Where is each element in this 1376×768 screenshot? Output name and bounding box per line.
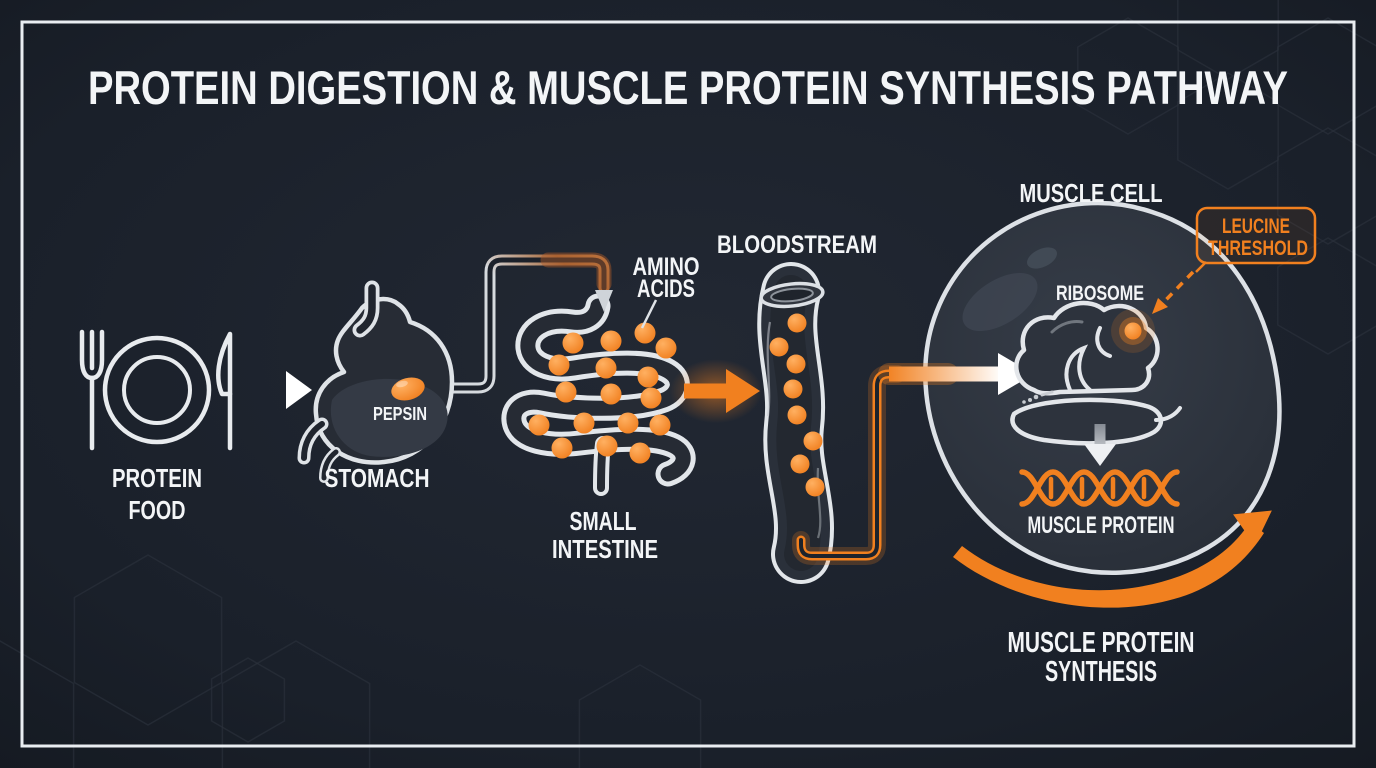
arrowhead <box>286 371 312 409</box>
amino-acids-label-line1: AMINO <box>633 253 700 281</box>
swoosh-arrowhead <box>1233 510 1272 546</box>
bloodstream-label: BLOODSTREAM <box>717 231 877 259</box>
knife-icon <box>216 331 233 451</box>
border-frame <box>20 20 1356 748</box>
pepsin-label: PEPSIN <box>373 404 427 424</box>
bloodstream-amino-dots <box>769 313 825 497</box>
cell-highlight <box>1027 247 1057 269</box>
leucine-threshold-label-line2: THRESHOLD <box>1208 237 1308 260</box>
hexagon-decoration <box>1177 0 1279 80</box>
page-title: PROTEIN DIGESTION & MUSCLE PROTEIN SYNTH… <box>88 61 1288 114</box>
amino-acids-pointer-line <box>640 299 658 329</box>
amino-acid-dots <box>528 322 677 464</box>
pepsin-enzyme-icon <box>391 377 425 401</box>
vessel-core <box>770 275 821 571</box>
hexagon-decoration <box>0 640 75 768</box>
arrow-food-to-stomach <box>240 371 312 409</box>
gastric-content <box>330 378 448 457</box>
arrow-intestine-to-bloodstream <box>670 359 762 423</box>
pipe-bloodstream-to-cell <box>792 365 906 565</box>
hexagon-decoration <box>73 554 223 726</box>
ribosome-highlight <box>1050 320 1084 334</box>
ribosome-tail <box>1154 406 1182 422</box>
dashed-arrow <box>1158 270 1195 308</box>
hexagon-decoration <box>210 657 286 743</box>
ribosome-group: RIBOSOME <box>1010 282 1182 446</box>
cell-highlight <box>962 272 1038 332</box>
stomach-label: STOMACH <box>325 463 430 493</box>
stomach-group: PEPSIN STOMACH <box>297 280 455 493</box>
hexagon-decoration <box>1277 237 1376 355</box>
protein-food-label-line2: FOOD <box>129 495 186 525</box>
bloodstream-group: BLOODSTREAM <box>717 231 877 584</box>
synthesis-label-line1: MUSCLE PROTEIN <box>1008 627 1195 659</box>
synthesis-label-line2: SYNTHESIS <box>1045 656 1157 688</box>
ribosome-icon <box>1014 300 1160 396</box>
arrow-ribosome-to-protein <box>1084 424 1116 466</box>
leucine-threshold-callout: LEUCINE THRESHOLD <box>1152 206 1317 314</box>
ribosome-label: RIBOSOME <box>1056 282 1144 305</box>
pipe-stomach-to-intestine <box>446 252 612 394</box>
amino-acids-label-line2: ACIDS <box>637 275 695 303</box>
callout-tail <box>1195 261 1207 273</box>
pyloric-outlet-lumen <box>301 421 325 461</box>
callout-box <box>1195 206 1317 265</box>
small-intestine-label-line2: INTESTINE <box>552 534 658 564</box>
small-intestine-label-line1: SMALL <box>570 506 637 536</box>
arrowhead <box>726 369 760 413</box>
dna-helix-icon <box>1019 469 1180 507</box>
hexagon-decoration <box>1277 17 1376 135</box>
plate-icon <box>102 335 212 445</box>
mrna-chain <box>1022 390 1054 404</box>
esophagus-lumen <box>356 284 376 334</box>
muscle-protein-group: MUSCLE PROTEIN <box>1019 469 1180 539</box>
fork-icon <box>79 329 105 451</box>
hexagon-decoration <box>1277 127 1376 245</box>
vessel-highlight <box>816 467 822 539</box>
hexagon-decoration <box>221 640 371 768</box>
hexagon-decoration <box>578 664 702 768</box>
protein-food-label-line1: PROTEIN <box>112 463 202 493</box>
muscle-cell-label: MUSCLE CELL <box>1020 178 1163 208</box>
pepsin-highlight <box>396 380 408 388</box>
ribosome-fold <box>1095 326 1112 358</box>
synthesis-swoosh-arrow <box>953 522 1264 608</box>
small-intestine-group: AMINO ACIDS SMALL INTESTINE <box>501 253 700 564</box>
protein-food-group: PROTEIN FOOD <box>79 329 233 525</box>
vessel-highlight <box>766 321 772 417</box>
leucine-binding-dot <box>1111 309 1155 353</box>
leucine-threshold-label-line1: LEUCINE <box>1222 215 1290 238</box>
arrowhead <box>1084 444 1116 466</box>
muscle-protein-synthesis-group: MUSCLE PROTEIN SYNTHESIS <box>953 510 1272 688</box>
pipe-arrowhead <box>595 290 613 312</box>
ribosome-small-subunit <box>1010 397 1164 446</box>
dashed-arrowhead <box>1152 298 1168 314</box>
muscle-protein-label: MUSCLE PROTEIN <box>1028 512 1175 539</box>
vessel-opening-rim <box>770 287 814 303</box>
duodenum-lumen <box>321 449 339 481</box>
ribosome-fold <box>1064 344 1092 392</box>
